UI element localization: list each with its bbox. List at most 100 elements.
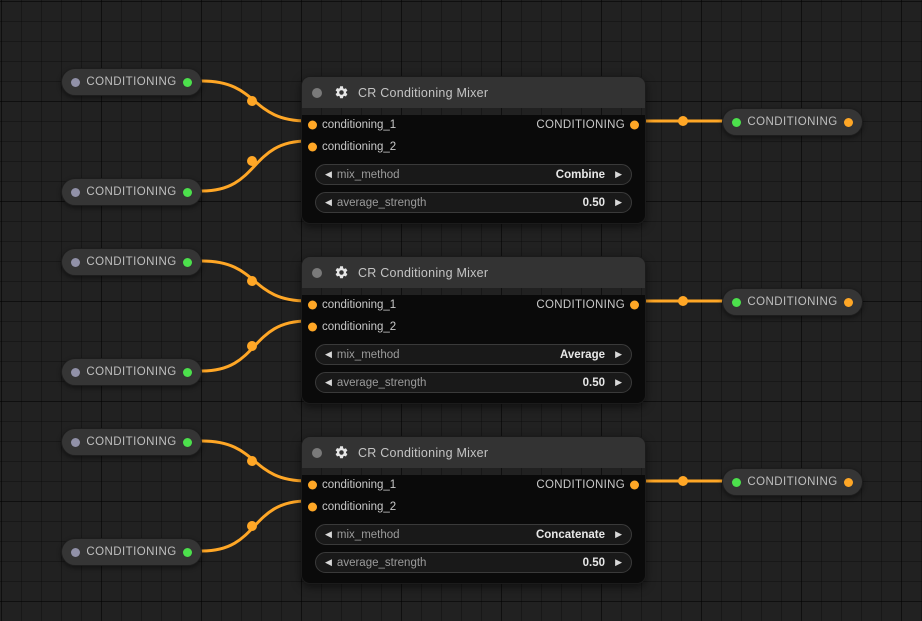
widget-mix_method[interactable]: ◀ mix_method Combine ▶ xyxy=(315,164,632,185)
output-node-conditioning[interactable]: CONDITIONING xyxy=(722,468,863,496)
input-socket-conditioning_1[interactable] xyxy=(308,120,317,130)
input-node-conditioning[interactable]: CONDITIONING xyxy=(61,248,202,276)
input-node-conditioning[interactable]: CONDITIONING xyxy=(61,68,202,96)
link-midpoint-dot[interactable] xyxy=(247,96,257,106)
input-node-conditioning[interactable]: CONDITIONING xyxy=(61,358,202,386)
output-socket-conditioning[interactable] xyxy=(630,300,639,310)
input-node-conditioning[interactable]: CONDITIONING xyxy=(61,428,202,456)
output-slot-dot-icon[interactable] xyxy=(183,547,192,557)
node-header[interactable]: CR Conditioning Mixer xyxy=(302,77,645,108)
gear-icon[interactable] xyxy=(334,265,349,280)
link-midpoint-dot[interactable] xyxy=(247,341,257,351)
input-socket-conditioning_2[interactable] xyxy=(308,142,317,152)
output-slot-dot-icon[interactable] xyxy=(183,367,192,377)
widget-value: 0.50 xyxy=(582,556,605,569)
input-node-conditioning[interactable]: CONDITIONING xyxy=(61,178,202,206)
output-slot-dot-icon[interactable] xyxy=(844,117,853,127)
output-socket-conditioning[interactable] xyxy=(630,120,639,130)
input-slot-dot-icon[interactable] xyxy=(71,437,80,447)
chevron-left-icon[interactable]: ◀ xyxy=(325,529,332,539)
input-socket-conditioning_1[interactable] xyxy=(308,300,317,310)
collapse-dot-icon[interactable] xyxy=(312,87,322,98)
node-title: CR Conditioning Mixer xyxy=(358,265,489,280)
input-slot-dot-icon[interactable] xyxy=(71,77,80,87)
output-node-conditioning[interactable]: CONDITIONING xyxy=(722,288,863,316)
chevron-left-icon[interactable]: ◀ xyxy=(325,557,332,567)
input-socket-conditioning_2[interactable] xyxy=(308,322,317,332)
collapse-dot-icon[interactable] xyxy=(312,447,322,458)
input-slot-dot-icon[interactable] xyxy=(732,297,741,307)
chevron-left-icon[interactable]: ◀ xyxy=(325,349,332,359)
input-slot-dot-icon[interactable] xyxy=(732,117,741,127)
input-slot-dot-icon[interactable] xyxy=(71,367,80,377)
input-node-label: CONDITIONING xyxy=(86,436,177,448)
chevron-left-icon[interactable]: ◀ xyxy=(325,377,332,387)
link-midpoint-dot[interactable] xyxy=(678,116,688,126)
node-header[interactable]: CR Conditioning Mixer xyxy=(302,437,645,468)
output-slot-dot-icon[interactable] xyxy=(183,77,192,87)
chevron-right-icon[interactable]: ▶ xyxy=(615,349,622,359)
output-socket-conditioning[interactable] xyxy=(630,480,639,490)
input-label: conditioning_2 xyxy=(322,141,397,153)
output-node-conditioning[interactable]: CONDITIONING xyxy=(722,108,863,136)
output-slot-dot-icon[interactable] xyxy=(844,297,853,307)
input-slot-dot-icon[interactable] xyxy=(71,547,80,557)
output-slot-dot-icon[interactable] xyxy=(183,437,192,447)
widget-value: Concatenate xyxy=(535,528,605,541)
chevron-right-icon[interactable]: ▶ xyxy=(615,557,622,567)
input-node-label: CONDITIONING xyxy=(86,186,177,198)
chevron-right-icon[interactable]: ▶ xyxy=(615,197,622,207)
output-slot-dot-icon[interactable] xyxy=(844,477,853,487)
input-slot-dot-icon[interactable] xyxy=(71,257,80,267)
link-midpoint-dot[interactable] xyxy=(247,156,257,166)
chevron-left-icon[interactable]: ◀ xyxy=(325,169,332,179)
output-node-label: CONDITIONING xyxy=(747,116,838,128)
link-midpoint-dot[interactable] xyxy=(247,521,257,531)
link-midpoint-dot[interactable] xyxy=(247,276,257,286)
input-node-conditioning[interactable]: CONDITIONING xyxy=(61,538,202,566)
input-label: conditioning_2 xyxy=(322,501,397,513)
chevron-right-icon[interactable]: ▶ xyxy=(615,377,622,387)
link-path xyxy=(200,139,309,193)
widget-name: mix_method xyxy=(336,168,400,181)
collapse-dot-icon[interactable] xyxy=(312,267,322,278)
widget-value: 0.50 xyxy=(582,376,605,389)
input-slot-dot-icon[interactable] xyxy=(71,187,80,197)
widget-name: mix_method xyxy=(336,348,400,361)
chevron-left-icon[interactable]: ◀ xyxy=(325,197,332,207)
chevron-right-icon[interactable]: ▶ xyxy=(615,169,622,179)
input-slot-dot-icon[interactable] xyxy=(732,477,741,487)
link-path xyxy=(200,499,309,553)
widget-average_strength[interactable]: ◀ average_strength 0.50 ▶ xyxy=(315,552,632,573)
input-socket-conditioning_2[interactable] xyxy=(308,502,317,512)
input-node-label: CONDITIONING xyxy=(86,366,177,378)
gear-icon[interactable] xyxy=(334,85,349,100)
link-midpoint-dot[interactable] xyxy=(247,456,257,466)
input-socket-conditioning_1[interactable] xyxy=(308,480,317,490)
widget-name: average_strength xyxy=(336,556,427,569)
output-label: CONDITIONING xyxy=(536,299,625,311)
node-header[interactable]: CR Conditioning Mixer xyxy=(302,257,645,288)
output-slot-dot-icon[interactable] xyxy=(183,187,192,197)
input-node-label: CONDITIONING xyxy=(86,256,177,268)
output-node-label: CONDITIONING xyxy=(747,476,838,488)
gear-icon[interactable] xyxy=(334,445,349,460)
link-path xyxy=(200,319,309,373)
link-midpoint-dot[interactable] xyxy=(678,476,688,486)
output-slot-dot-icon[interactable] xyxy=(183,257,192,267)
chevron-right-icon[interactable]: ▶ xyxy=(615,529,622,539)
link-midpoint-dot[interactable] xyxy=(678,296,688,306)
widget-value: Combine xyxy=(555,168,605,181)
